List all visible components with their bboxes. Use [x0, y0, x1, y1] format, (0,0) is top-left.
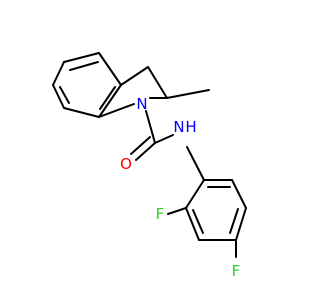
bond	[231, 179, 247, 209]
bond	[98, 84, 122, 118]
bond-layer	[52, 52, 247, 258]
atom-label-o1: O	[120, 155, 132, 173]
bond	[52, 84, 65, 109]
bond-double-inner	[69, 61, 99, 71]
bond	[147, 66, 168, 99]
bond-double-inner	[59, 86, 70, 104]
bond	[63, 52, 100, 63]
bond	[63, 107, 100, 118]
atom-label-nh-h: H	[185, 118, 196, 136]
atom-label-layer: N O N H F F	[120, 95, 240, 280]
bond-carbonyl	[135, 142, 156, 161]
molecule-structure: N O N H F F	[0, 0, 300, 300]
bond	[186, 146, 205, 181]
bond-double-inner	[99, 86, 116, 110]
bond	[52, 61, 65, 86]
bond-carbonyl	[130, 136, 151, 155]
bond	[98, 52, 122, 86]
bond	[120, 66, 149, 86]
bond	[235, 207, 247, 241]
atom-label-n1: N	[136, 95, 147, 113]
bond-cf	[167, 207, 187, 215]
bond-double-inner	[192, 209, 204, 234]
atom-label-f2: F	[232, 262, 241, 280]
atom-label-f1: F	[156, 205, 165, 223]
bond-methyl	[166, 89, 210, 99]
canvas-background	[0, 0, 300, 300]
bond	[145, 110, 156, 144]
bond	[98, 103, 135, 118]
bond	[185, 179, 205, 209]
atom-label-nh-n: N	[173, 118, 184, 136]
bond	[185, 207, 200, 241]
bond	[154, 134, 174, 144]
bond-double-inner	[229, 208, 239, 234]
